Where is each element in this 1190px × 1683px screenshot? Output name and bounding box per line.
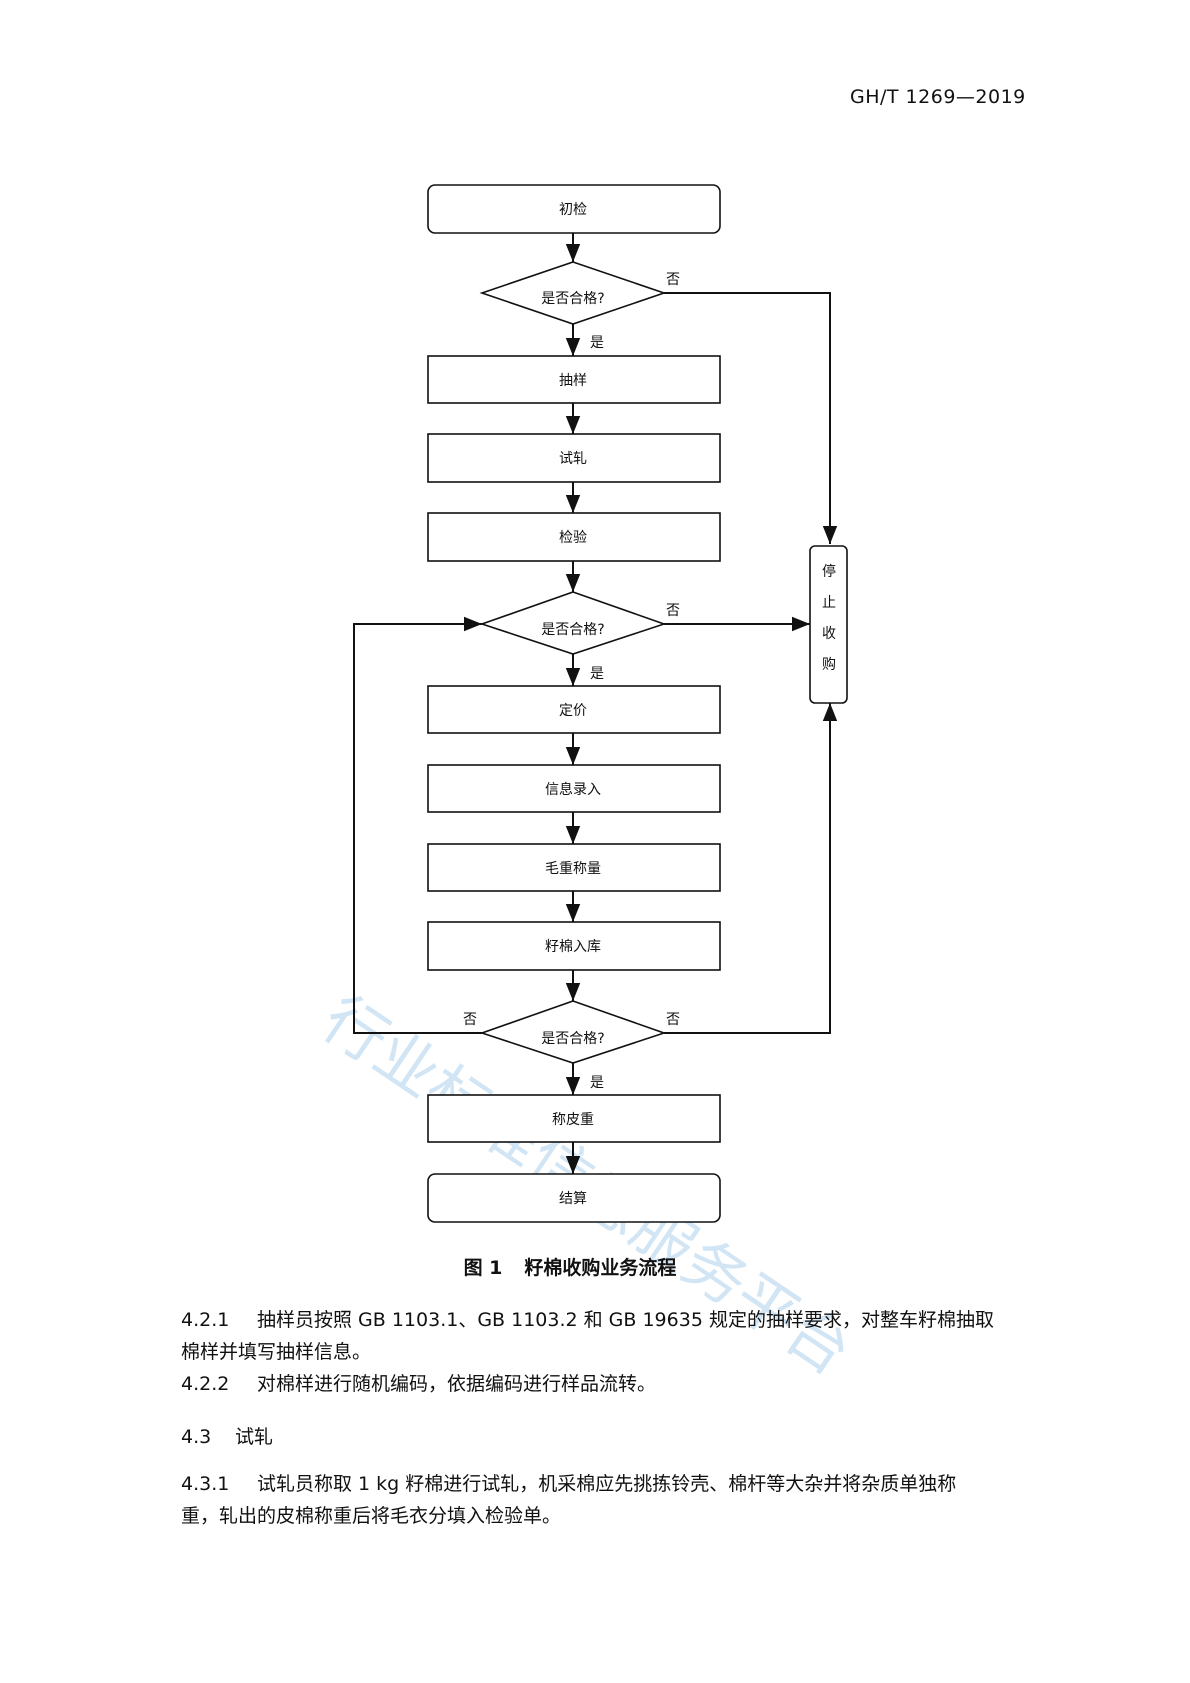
section-title: 试轧 bbox=[235, 1426, 274, 1448]
node-chujian-label: 初检 bbox=[559, 201, 587, 218]
node-pizhong bbox=[427, 1094, 721, 1143]
node-ruku-label: 籽棉入库 bbox=[545, 938, 601, 955]
standard-code: GH/T 1269—2019 bbox=[850, 86, 1026, 108]
label-no-d1: 否 bbox=[666, 272, 680, 288]
node-stop-char-4: 购 bbox=[822, 657, 836, 673]
node-chujian bbox=[427, 184, 721, 234]
node-ruku bbox=[427, 921, 721, 971]
node-shiya-label: 试轧 bbox=[559, 451, 587, 467]
node-xinxi-label: 信息录入 bbox=[545, 781, 601, 798]
node-jianyan-label: 检验 bbox=[559, 530, 587, 546]
node-jiesuan-label: 结算 bbox=[559, 1191, 587, 1207]
node-decision-1-label: 是否合格? bbox=[541, 291, 604, 307]
paragraph-text-continued: 棉样并填写抽样信息。 bbox=[181, 1341, 372, 1363]
edge-d1-stop bbox=[664, 292, 838, 544]
paragraph-4-3-1: 4.3.1 试轧员称取 1 kg 籽棉进行试轧，机采棉应先挑拣铃壳、棉杆等大杂并将… bbox=[181, 1468, 1019, 1532]
node-decision-2 bbox=[479, 591, 667, 655]
node-chouyang-label: 抽样 bbox=[559, 373, 587, 389]
paragraph-4-2-2: 4.2.2 对棉样进行随机编码，依据编码进行样品流转。 bbox=[181, 1368, 1019, 1400]
node-xinxi bbox=[427, 764, 721, 813]
label-yes-d3: 是 bbox=[590, 1075, 604, 1091]
node-stop bbox=[809, 545, 848, 704]
node-decision-1 bbox=[479, 261, 667, 325]
node-dingjia-label: 定价 bbox=[559, 703, 587, 719]
node-stop-char-2: 止 bbox=[822, 595, 836, 611]
label-no-d3-right: 否 bbox=[666, 1012, 680, 1028]
node-dingjia bbox=[427, 685, 721, 734]
node-chouyang bbox=[427, 355, 721, 404]
edge-d3-stop bbox=[664, 703, 838, 1034]
node-decision-3 bbox=[479, 1000, 667, 1064]
node-stop-char-3: 收 bbox=[822, 626, 836, 642]
clause-number: 4.2.1 bbox=[181, 1309, 230, 1331]
node-pizhong-label: 称皮重 bbox=[552, 1112, 594, 1128]
figure-title: 籽棉收购业务流程 bbox=[524, 1257, 677, 1279]
label-yes-d2: 是 bbox=[590, 666, 604, 682]
node-maozhong-label: 毛重称量 bbox=[545, 861, 601, 877]
node-jianyan bbox=[427, 512, 721, 562]
label-no-d2: 否 bbox=[666, 603, 680, 619]
section-number: 4.3 bbox=[181, 1426, 212, 1448]
edge-d3-d2-loop bbox=[353, 616, 482, 1034]
paragraph-text: 对棉样进行随机编码，依据编码进行样品流转。 bbox=[257, 1373, 657, 1395]
figure-caption: 图 1 籽棉收购业务流程 bbox=[0, 1253, 1140, 1280]
node-decision-2-label: 是否合格? bbox=[541, 622, 604, 638]
label-yes-d1: 是 bbox=[590, 335, 604, 351]
node-jiesuan bbox=[427, 1173, 721, 1223]
clause-number: 4.3.1 bbox=[181, 1473, 230, 1495]
clause-number: 4.2.2 bbox=[181, 1373, 230, 1395]
node-stop-char-1: 停 bbox=[822, 563, 836, 580]
label-no-d3-left: 否 bbox=[463, 1012, 477, 1028]
figure-number: 图 1 bbox=[463, 1257, 503, 1279]
paragraph-text: 抽样员按照 GB 1103.1、GB 1103.2 和 GB 19635 规定的… bbox=[257, 1309, 994, 1331]
node-maozhong bbox=[427, 843, 721, 892]
node-decision-3-label: 是否合格? bbox=[541, 1031, 604, 1047]
section-heading-4-3: 4.3 试轧 bbox=[181, 1422, 273, 1449]
node-shiya bbox=[427, 433, 721, 483]
paragraph-text-continued: 重，轧出的皮棉称重后将毛衣分填入检验单。 bbox=[181, 1505, 562, 1527]
paragraph-text: 试轧员称取 1 kg 籽棉进行试轧，机采棉应先挑拣铃壳、棉杆等大杂并将杂质单独称 bbox=[257, 1473, 957, 1495]
paragraph-4-2-1: 4.2.1 抽样员按照 GB 1103.1、GB 1103.2 和 GB 1963… bbox=[181, 1304, 1019, 1368]
